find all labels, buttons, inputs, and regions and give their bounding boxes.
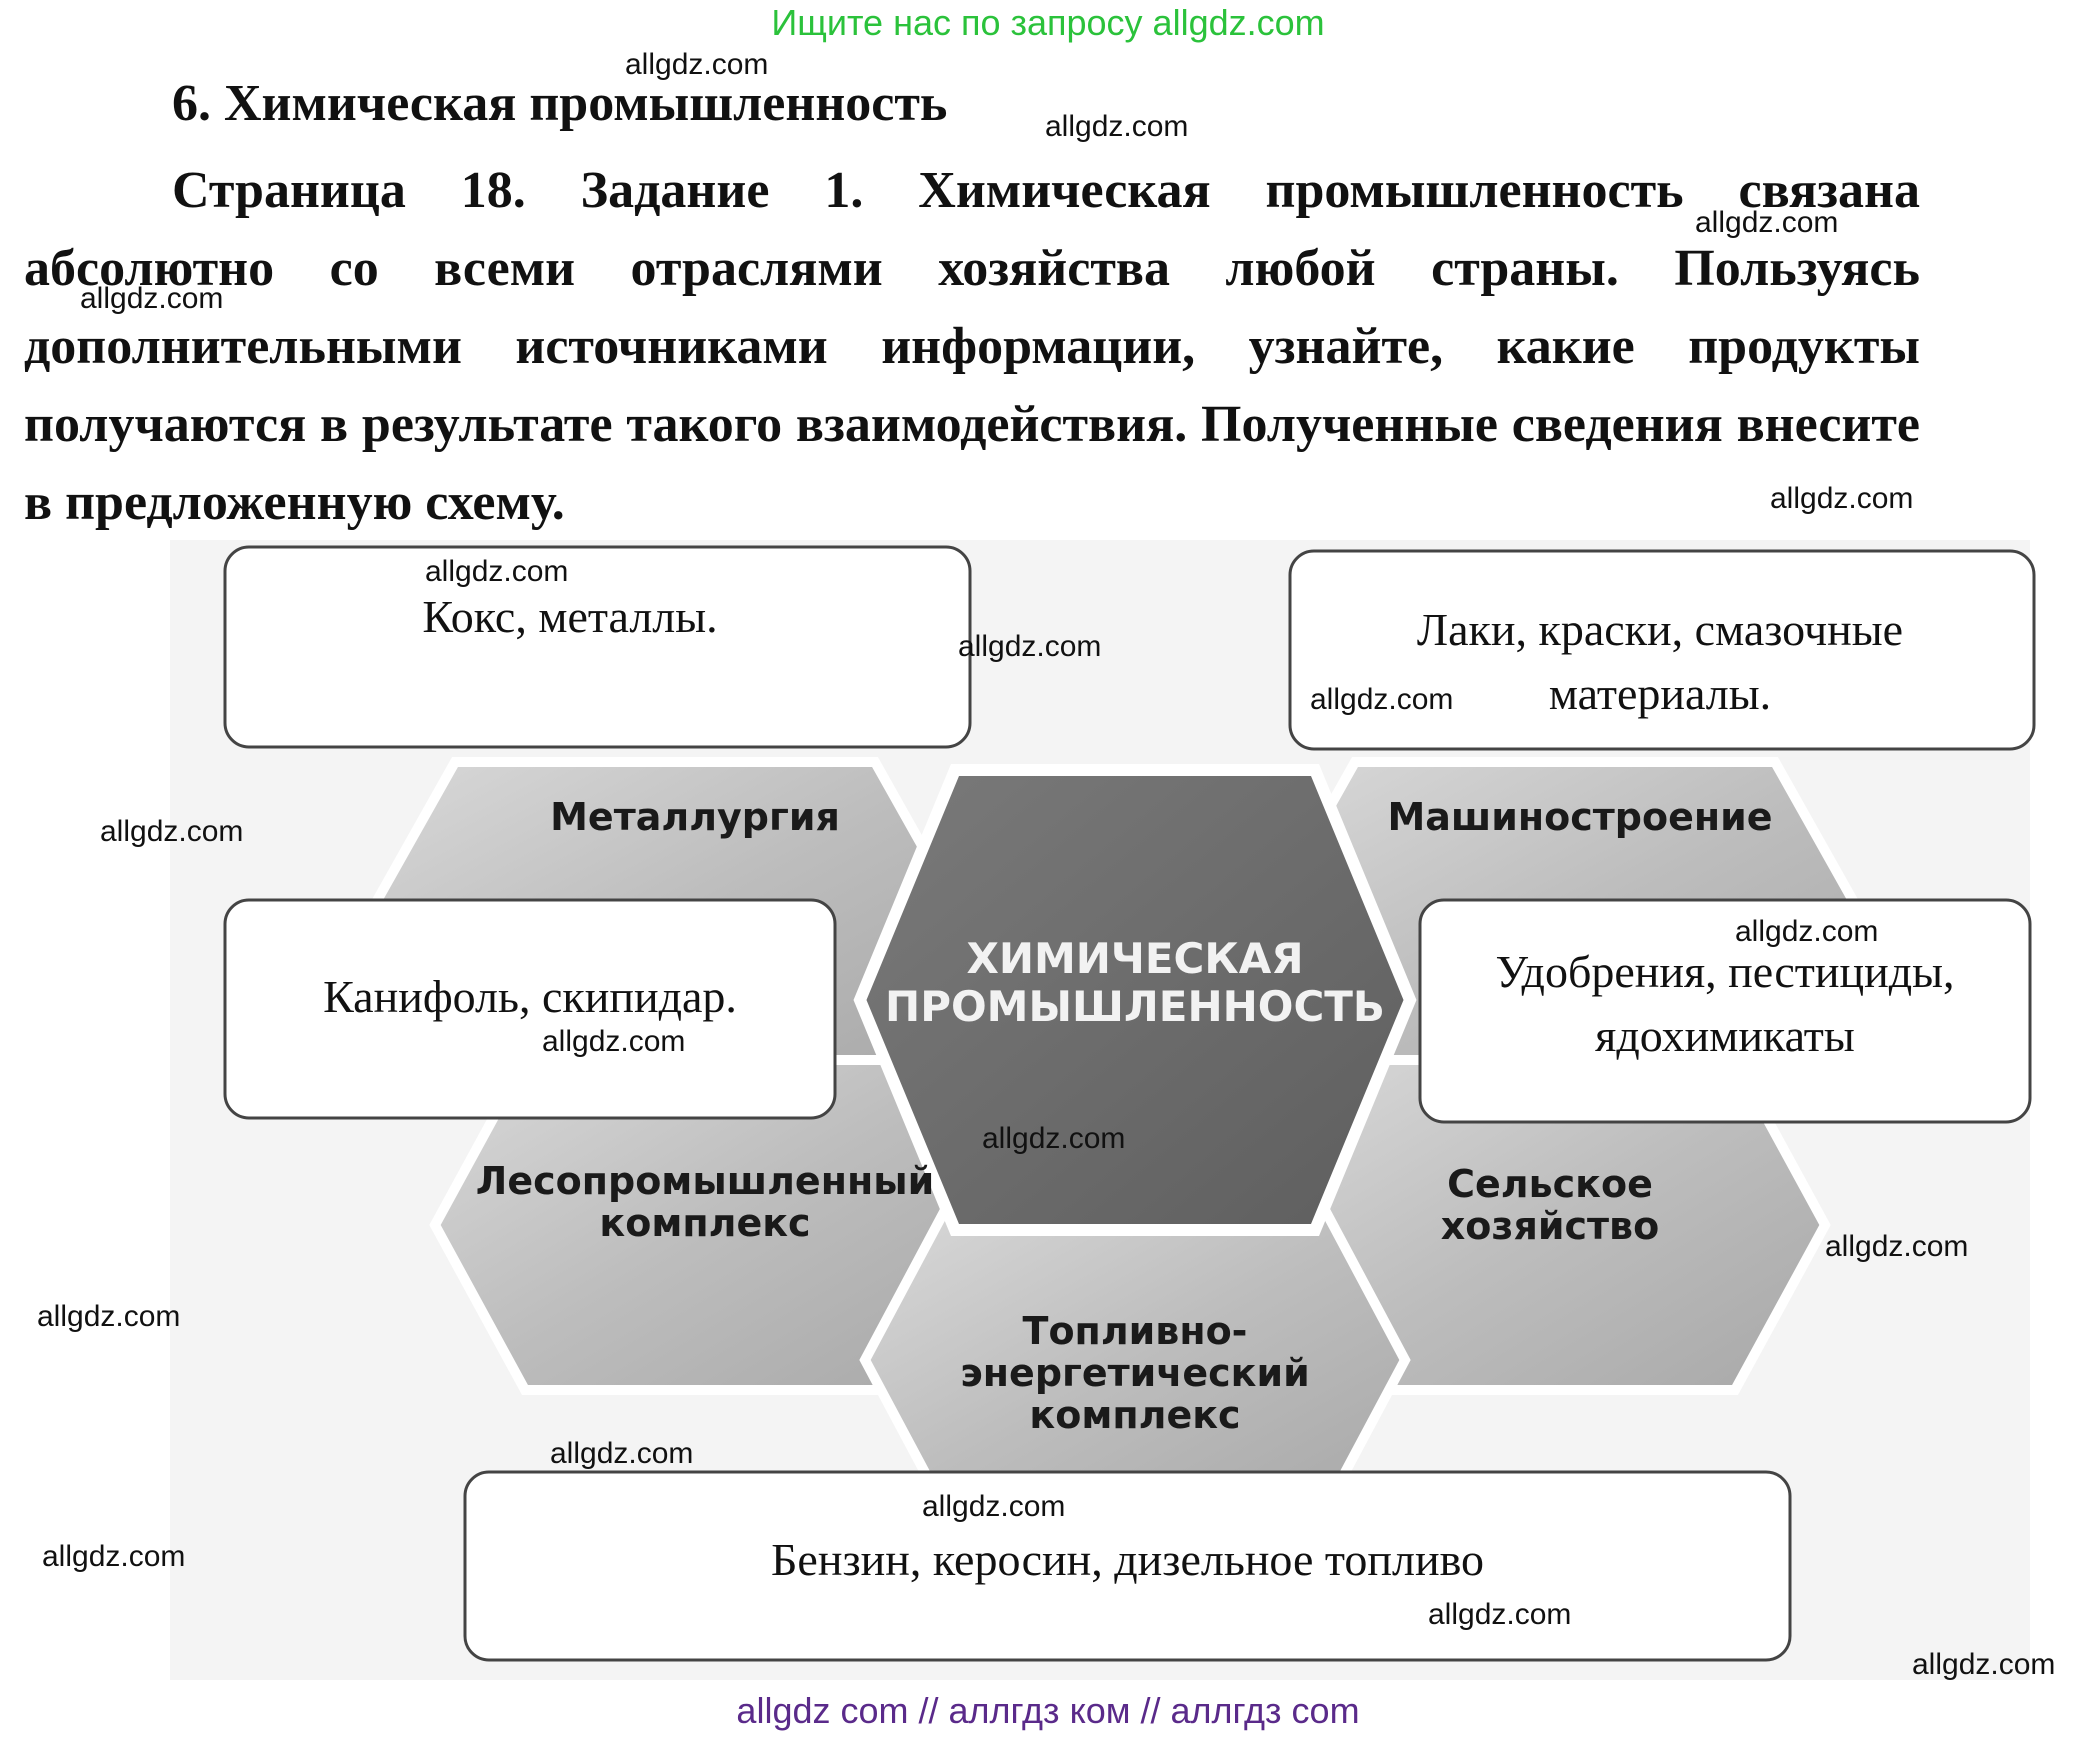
label-agriculture-line-2: хозяйство: [1440, 1204, 1660, 1248]
label-forestry: Лесопромышленный комплекс: [460, 1160, 950, 1244]
label-agriculture-line-1: Сельское: [1447, 1162, 1653, 1206]
label-energy-line-1: Топливно-: [1022, 1309, 1248, 1353]
answer-box-agriculture: [1418, 898, 2032, 1124]
label-energy: Топливно- энергетический комплекс: [940, 1310, 1330, 1436]
hex-center: [853, 764, 1417, 1236]
label-metallurgy: Металлургия: [500, 796, 890, 838]
watermark: allgdz.com: [958, 630, 1102, 663]
watermark: allgdz.com: [1310, 683, 1454, 716]
label-agriculture: Сельское хозяйство: [1400, 1163, 1700, 1247]
answer-agriculture-line-2: ядохимикаты: [1595, 1010, 1855, 1061]
label-metallurgy-line-1: Металлургия: [550, 795, 840, 839]
watermark: allgdz.com: [922, 1490, 1066, 1523]
answer-box-metallurgy: [223, 545, 972, 749]
watermark: allgdz.com: [100, 815, 244, 848]
bottom-watermark-banner: allgdz com // аллгдз ком // аллгдз com: [736, 1690, 1360, 1731]
watermark: allgdz.com: [1695, 206, 1839, 239]
watermark: allgdz.com: [1428, 1598, 1572, 1631]
center-label: ХИМИЧЕСКАЯ ПРОМЫШЛЕННОСТЬ: [875, 935, 1395, 1031]
watermark: allgdz.com: [1825, 1230, 1969, 1263]
answer-energy: Бензин, керосин, дизельное топливо: [771, 1534, 1484, 1585]
watermark: allgdz.com: [80, 282, 224, 315]
center-label-line-2: ПРОМЫШЛЕННОСТЬ: [885, 982, 1385, 1031]
answer-metallurgy: Кокс, металлы.: [422, 591, 718, 642]
answer-agriculture: Удобрения, пестициды, ядохимикаты: [1440, 940, 2010, 1068]
answer-agriculture-line-1: Удобрения, пестициды,: [1495, 946, 1955, 997]
task-text: Страница 18. Задание 1. Химическая промы…: [24, 162, 1920, 531]
answer-box-energy: [463, 1470, 1792, 1662]
label-energy-line-3: комплекс: [1029, 1393, 1241, 1437]
top-watermark-banner: Ищите нас по запросу allgdz.com: [771, 2, 1325, 43]
watermark: allgdz.com: [1770, 482, 1914, 515]
watermark: allgdz.com: [425, 555, 569, 588]
center-label-line-1: ХИМИЧЕСКАЯ: [966, 934, 1304, 983]
answer-box-forestry: [223, 898, 837, 1120]
watermark: allgdz.com: [37, 1300, 181, 1333]
watermark: allgdz.com: [542, 1025, 686, 1058]
label-machinery: Машиностроение: [1345, 796, 1815, 838]
label-machinery-line-1: Машиностроение: [1387, 795, 1773, 839]
label-energy-line-2: энергетический: [960, 1351, 1310, 1395]
watermark: allgdz.com: [1045, 110, 1189, 143]
answer-machinery: Лаки, краски, смазочные материалы.: [1330, 598, 1990, 726]
answer-machinery-line-2: материалы.: [1548, 668, 1772, 719]
section-title: 6. Химическая промышленность: [172, 75, 948, 132]
watermark: allgdz.com: [1735, 915, 1879, 948]
label-forestry-line-1: Лесопромышленный: [475, 1159, 935, 1203]
answer-box-machinery: [1288, 549, 2036, 751]
watermark: allgdz.com: [1912, 1648, 2056, 1681]
watermark: allgdz.com: [625, 48, 769, 81]
watermark: allgdz.com: [42, 1540, 186, 1573]
answer-forestry: Канифоль, скипидар.: [323, 971, 737, 1022]
watermark: allgdz.com: [550, 1437, 694, 1470]
label-forestry-line-2: комплекс: [599, 1201, 811, 1245]
answer-machinery-line-1: Лаки, краски, смазочные: [1416, 604, 1904, 655]
watermark: allgdz.com: [982, 1122, 1126, 1155]
